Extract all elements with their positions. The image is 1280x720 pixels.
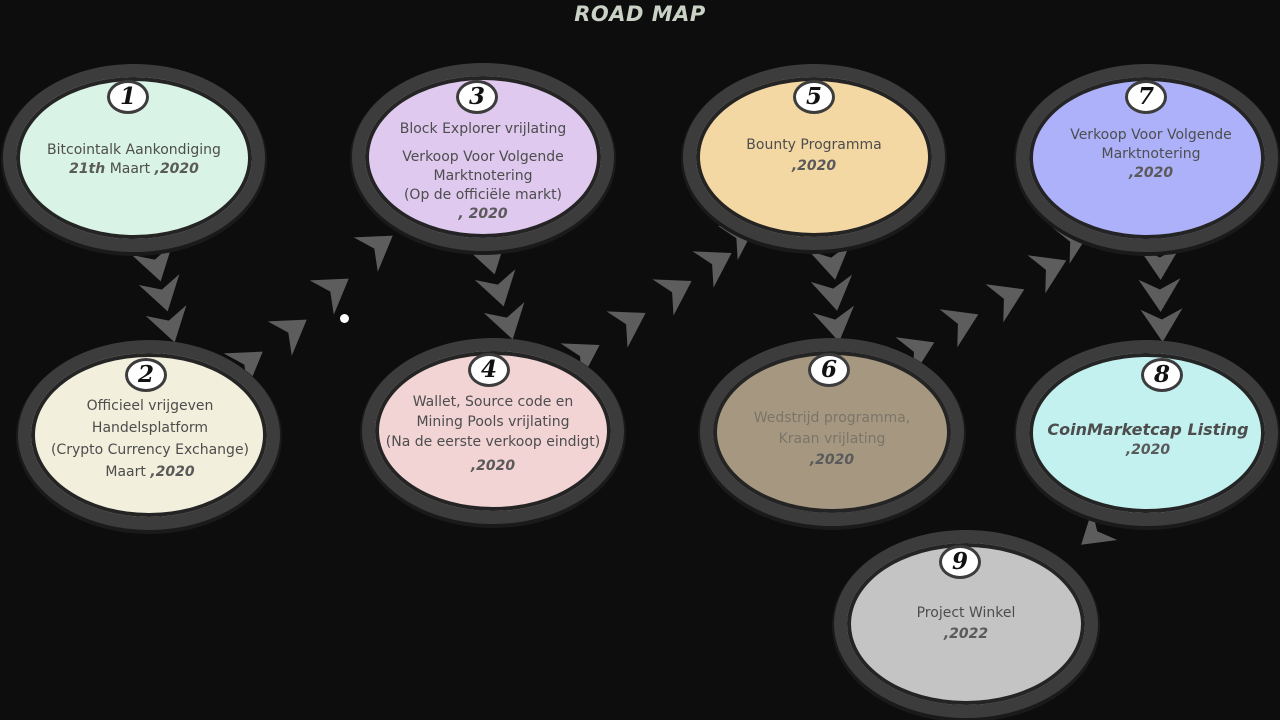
milestone-3-text: Block Explorer vrijlating Verkoop Voor V… bbox=[367, 120, 599, 224]
milestone-date-month: Maart bbox=[109, 161, 151, 177]
milestone-5-number-badge: 5 bbox=[793, 80, 835, 114]
milestone-1-number-badge: 1 bbox=[107, 80, 149, 114]
milestone-8-text: CoinMarketcap Listing ,2020 bbox=[1030, 419, 1266, 461]
milestone-date-year: ,2020 bbox=[1128, 165, 1174, 181]
milestone-line: Officieel vrijgeven bbox=[86, 398, 214, 414]
milestone-5-text: Bounty Programma ,2020 bbox=[698, 136, 930, 176]
milestone-9-text: Project Winkel ,2022 bbox=[848, 604, 1084, 644]
chevron-arrow-icon bbox=[939, 309, 979, 348]
milestone-7-number-badge: 7 bbox=[1125, 80, 1167, 114]
milestone-4-number-badge: 4 bbox=[468, 353, 510, 387]
milestone-date-prefix: 21th bbox=[69, 161, 106, 177]
milestone-line: CoinMarketcap Listing bbox=[1047, 420, 1249, 439]
chevron-arrow-icon bbox=[692, 251, 732, 288]
milestone-line: (Na de eerste verkoop eindigt) bbox=[385, 434, 601, 450]
page-title: ROAD MAP bbox=[574, 2, 706, 26]
chevron-arrow-icon bbox=[138, 274, 180, 312]
chevron-arrow-icon bbox=[474, 269, 516, 307]
milestone-line: Wedstrijd programma, bbox=[753, 410, 911, 426]
milestone-6-number-badge: 6 bbox=[808, 353, 850, 387]
milestone-date-year: ,2022 bbox=[943, 626, 989, 642]
milestone-line: Wallet, Source code en bbox=[412, 394, 574, 410]
milestone-date-year: ,2020 bbox=[1125, 442, 1171, 458]
milestone-date-year: ,2020 bbox=[791, 158, 837, 174]
chevron-arrow-icon bbox=[267, 319, 307, 356]
milestone-6-text: Wedstrijd programma, Kraan vrijlating ,2… bbox=[712, 408, 952, 471]
milestone-date-year: ,2020 bbox=[809, 452, 855, 468]
milestone-date-year: , 2020 bbox=[458, 206, 508, 222]
chevron-arrow-icon bbox=[1027, 255, 1067, 294]
chevron-arrow-icon bbox=[1138, 246, 1181, 280]
chevron-arrow-icon bbox=[1138, 278, 1181, 312]
chevron-arrow-icon bbox=[812, 305, 855, 342]
milestone-4-text: Wallet, Source code en Mining Pools vrij… bbox=[377, 392, 609, 476]
chevron-arrow-icon bbox=[1140, 308, 1183, 342]
chevron-arrow-icon bbox=[808, 243, 851, 280]
milestone-7-text: Verkoop Voor Volgende Marktnotering ,202… bbox=[1033, 126, 1269, 183]
chevron-arrow-icon bbox=[131, 244, 173, 282]
milestone-date-year: ,2020 bbox=[154, 161, 199, 177]
milestone-date-month: Maart bbox=[105, 464, 146, 480]
milestone-line: Block Explorer vrijlating bbox=[399, 121, 567, 137]
milestone-date-year: ,2020 bbox=[470, 458, 516, 474]
milestone-9-number-badge: 9 bbox=[939, 545, 981, 579]
milestone-line: Bitcointalk Aankondiging bbox=[47, 142, 221, 158]
chevron-arrow-icon bbox=[223, 351, 263, 388]
chevron-arrow-icon bbox=[483, 302, 525, 340]
chevron-arrow-icon bbox=[353, 235, 393, 272]
milestone-3-number-badge: 3 bbox=[456, 80, 498, 114]
milestone-2-number-badge: 2 bbox=[125, 358, 167, 392]
milestone-2-text: Officieel vrijgeven Handelsplatform (Cry… bbox=[30, 395, 270, 483]
milestone-line: Kraan vrijlating bbox=[778, 431, 886, 447]
chevron-arrow-icon bbox=[560, 343, 600, 380]
milestone-line: Mining Pools vrijlating bbox=[416, 414, 570, 430]
milestone-8-number-badge: 8 bbox=[1141, 358, 1183, 392]
milestone-line: (Op de officiële markt) bbox=[403, 187, 563, 203]
chevron-arrow-icon bbox=[145, 305, 187, 343]
chevron-arrow-icon bbox=[606, 311, 646, 348]
milestone-line: (Crypto Currency Exchange) bbox=[50, 442, 250, 458]
chevron-arrow-icon bbox=[1081, 509, 1118, 545]
milestone-line: Project Winkel bbox=[916, 605, 1016, 621]
chevron-arrow-icon bbox=[985, 284, 1025, 323]
milestone-line: Bounty Programma bbox=[746, 137, 882, 153]
milestone-line: Marktnotering bbox=[433, 168, 533, 184]
dot-marker bbox=[340, 314, 349, 323]
milestone-line: Verkoop Voor Volgende bbox=[1070, 127, 1232, 143]
chevron-arrow-icon bbox=[309, 278, 349, 315]
milestone-line: Handelsplatform bbox=[91, 420, 209, 436]
chevron-arrow-icon bbox=[895, 337, 935, 376]
milestone-line: Verkoop Voor Volgende bbox=[402, 149, 564, 165]
milestone-line: Marktnotering bbox=[1101, 146, 1201, 162]
chevron-arrow-icon bbox=[652, 279, 692, 316]
milestone-date-year: ,2020 bbox=[150, 464, 195, 480]
chevron-arrow-icon bbox=[810, 274, 853, 311]
milestone-1-text: Bitcointalk Aankondiging 21th Maart ,202… bbox=[20, 141, 248, 179]
